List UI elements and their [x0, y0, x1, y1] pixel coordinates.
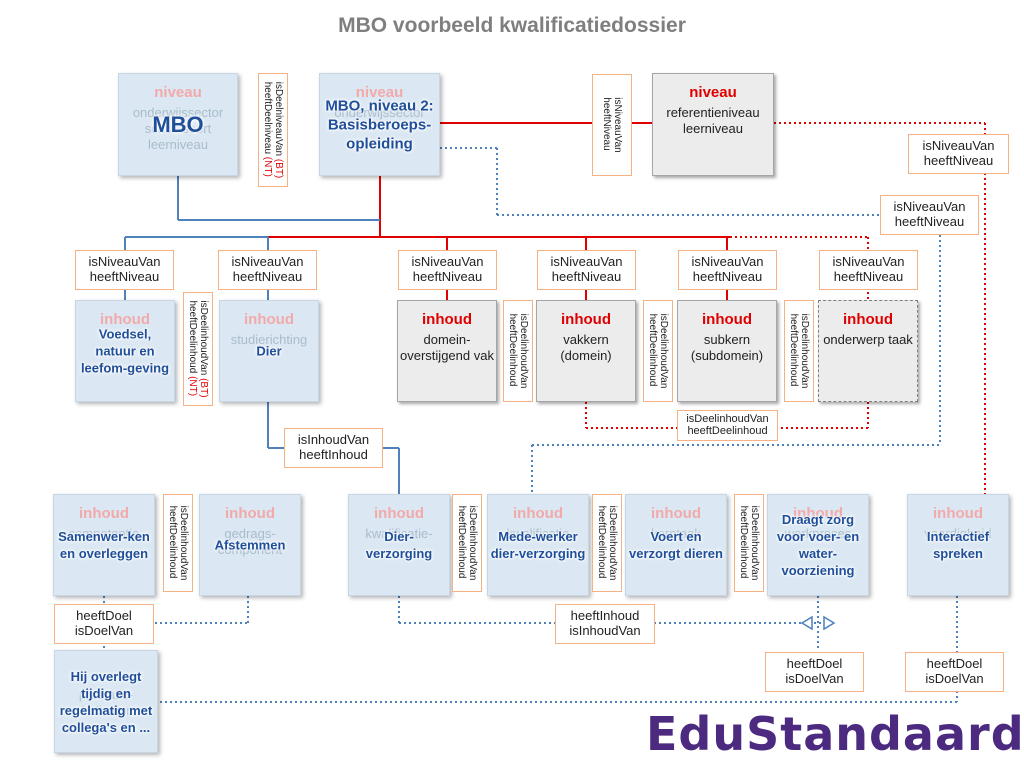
node-kind: inhoud	[513, 505, 563, 522]
node-label: kwalificatie-	[365, 526, 433, 541]
node-referentieniveau: niveau referentieniveau leerniveau	[652, 73, 774, 176]
node-label: prestatie-indicator	[78, 687, 134, 718]
node-label: kerntaak	[651, 526, 701, 541]
node-overlay: Interactief spreken	[926, 529, 990, 561]
node-kind: inhoud	[100, 311, 150, 328]
node-afstemmen: inhoud gedrags-component Afstemmen	[199, 494, 301, 596]
node-hij-overlegt: prestatie-indicator Hij overlegt tijdig …	[54, 650, 158, 753]
node-label: studierichting	[230, 332, 308, 347]
node-overlay: MBO, niveau 2: Basisberoeps-opleiding	[325, 97, 434, 152]
node-overlay: Dier-verzorging	[365, 529, 433, 561]
node-label: onderwerp taak	[823, 332, 913, 347]
node-label: kwalificatie	[506, 526, 570, 541]
node-kind: inhoud	[561, 311, 611, 328]
node-kind: inhoud	[225, 505, 275, 522]
page-title: MBO voorbeeld kwalificatiedossier	[338, 14, 686, 37]
node-label: werkproces	[784, 526, 852, 541]
node-label: onderwijssector schoolsoort leerniveau	[132, 105, 224, 152]
node-kind: inhoud	[422, 311, 472, 328]
node-kind: niveau	[689, 84, 737, 101]
relation-label-vertical: isDeelniveauVan (BT) heeftDeelniveau (NT…	[258, 73, 288, 187]
node-overlay: Samenwer-ken en overleggen	[58, 529, 150, 561]
relation-label-vertical: isDeelinhoudVan (BT) heeftDeelinhoud (NT…	[183, 292, 213, 406]
node-overlay: Dier	[256, 343, 282, 359]
node-label: onderwijssector	[334, 105, 425, 120]
node-kind: inhoud	[702, 311, 752, 328]
node-mbo: niveau onderwijssector schoolsoort leern…	[118, 73, 238, 176]
edustandaard-logo: EduStandaard	[646, 707, 1024, 761]
node-onderwerp: inhoud onderwerp taak	[818, 300, 918, 402]
node-overlay: Afstemmen	[214, 537, 286, 553]
node-voedsel: inhoud Voedsel, natuur en leefom-geving	[75, 300, 175, 402]
node-mbo-niveau-2: niveau onderwijssector MBO, niveau 2: Ba…	[319, 73, 440, 176]
node-label: vaardigheid	[924, 526, 992, 541]
node-dierverzorging: inhoud kwalificatie- Dier-verzorging	[348, 494, 450, 596]
node-label: vakkern (domein)	[560, 332, 612, 363]
node-label: gedrags-component	[217, 526, 283, 557]
node-overlay: MBO	[152, 111, 204, 137]
node-dier: inhoud studierichting Dier	[219, 300, 319, 402]
node-medewerker: inhoud kwalificatie Mede-werker dier-ver…	[487, 494, 589, 596]
node-interactief-spreken: inhoud vaardigheid Interactief spreken	[907, 494, 1009, 596]
node-label: referentieniveau leerniveau	[666, 105, 760, 136]
node-kind: inhoud	[843, 311, 893, 328]
node-label: subkern (subdomein)	[690, 332, 764, 363]
node-kind: inhoud	[651, 505, 701, 522]
node-overlay: Mede-werker dier-verzorging	[490, 529, 586, 561]
node-vakkern: inhoud vakkern (domein)	[536, 300, 636, 402]
node-kind: inhoud	[793, 505, 843, 522]
node-kind: niveau	[355, 84, 404, 101]
node-label: domein-overstijgend vak	[400, 332, 494, 363]
node-overlay: Hij overlegt tijdig en regelmatig met co…	[59, 668, 153, 735]
node-kind: niveau	[154, 84, 202, 101]
node-kind: inhoud	[79, 505, 129, 522]
node-label: competentie	[68, 526, 140, 541]
node-overlay: Voert en verzorgt dieren	[629, 529, 723, 561]
node-samenwerken: inhoud competentie Samenwer-ken en overl…	[53, 494, 155, 596]
node-subkern: inhoud subkern (subdomein)	[677, 300, 777, 402]
node-kind: inhoud	[244, 311, 294, 328]
node-domein-overstijgend: inhoud domein-overstijgend vak	[397, 300, 497, 402]
node-overlay: Draagt zorg voor voer- en water-voorzien…	[776, 512, 860, 578]
node-draagt-zorg: inhoud werkproces Draagt zorg voor voer-…	[767, 494, 869, 596]
node-kind: inhoud	[374, 505, 424, 522]
node-overlay: Voedsel, natuur en leefom-geving	[80, 326, 170, 376]
relation-label-vertical: isNiveauVan heeftNiveau	[592, 74, 632, 176]
node-kind: inhoud	[933, 505, 983, 522]
node-voert-verzorgt: inhoud kerntaak Voert en verzorgt dieren	[625, 494, 727, 596]
